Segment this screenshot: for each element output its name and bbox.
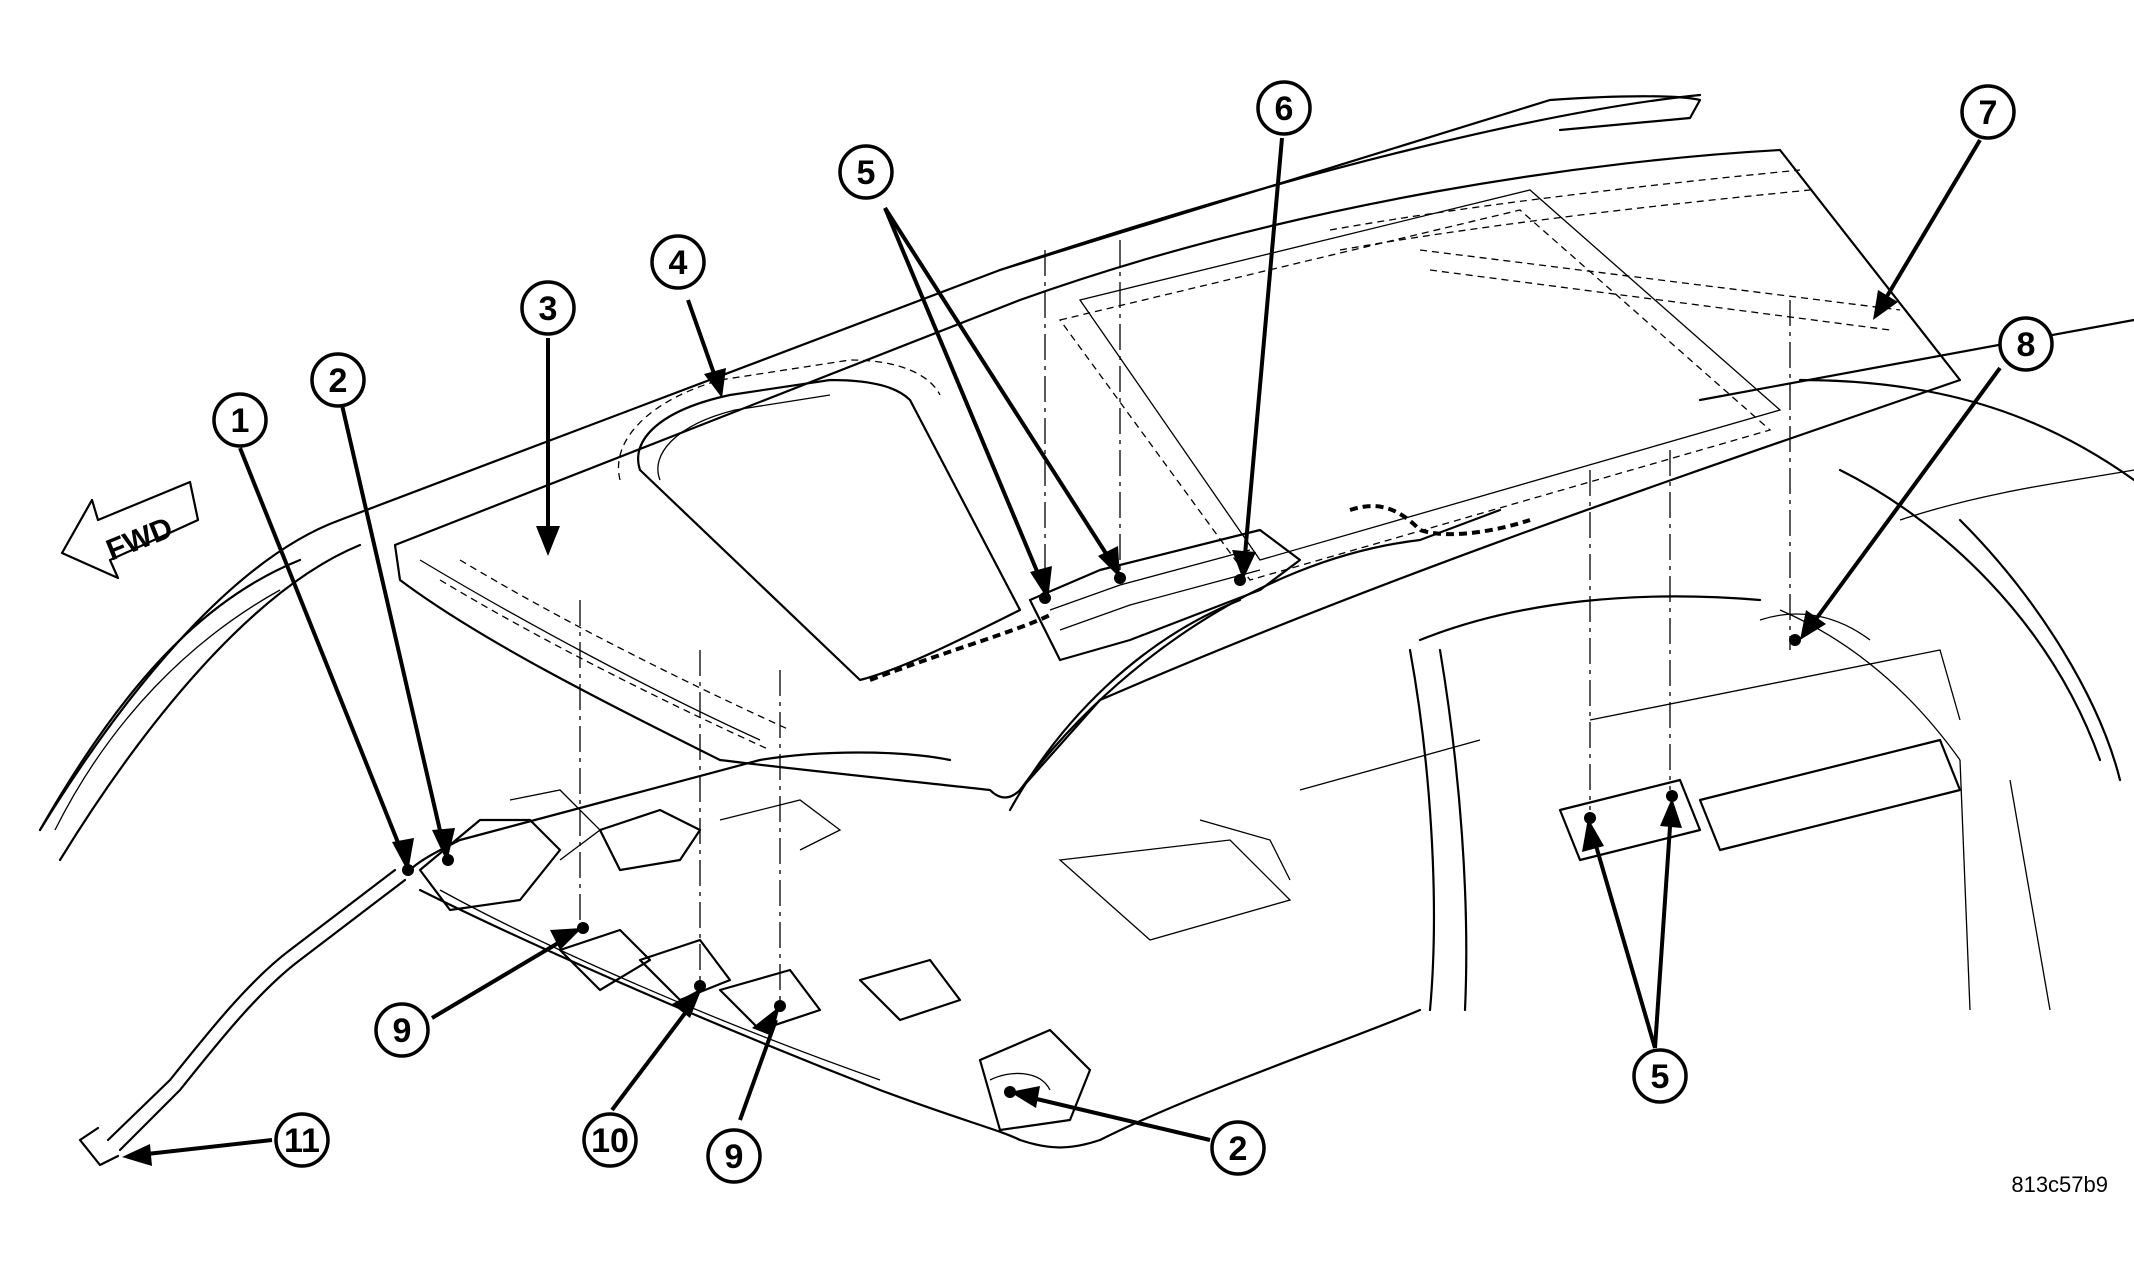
callout-1: 1 bbox=[212, 392, 268, 448]
drain-tube bbox=[78, 868, 407, 1167]
svg-text:7: 7 bbox=[1979, 94, 1998, 132]
svg-text:1: 1 bbox=[231, 402, 250, 440]
roof-frame-lower bbox=[408, 613, 1962, 1149]
callout-11: 11 bbox=[274, 1112, 330, 1168]
callout-4: 4 bbox=[650, 234, 706, 290]
headliner-panel bbox=[393, 148, 1962, 799]
callout-5-top: 5 bbox=[838, 144, 894, 200]
svg-text:8: 8 bbox=[2017, 326, 2036, 364]
svg-text:5: 5 bbox=[857, 154, 876, 192]
svg-text:10: 10 bbox=[591, 1122, 629, 1160]
alignment-guide-lines bbox=[579, 240, 1791, 1010]
svg-text:11: 11 bbox=[284, 1122, 320, 1160]
callout-3: 3 bbox=[520, 280, 576, 336]
callout-2-front: 2 bbox=[310, 352, 366, 408]
svg-text:6: 6 bbox=[1275, 90, 1294, 128]
leader-lines bbox=[122, 137, 2002, 1166]
svg-text:2: 2 bbox=[329, 362, 348, 400]
callout-2-rear: 2 bbox=[1210, 1120, 1266, 1176]
callout-10: 10 bbox=[582, 1112, 638, 1168]
figure-id: 813c57b9 bbox=[2011, 1172, 2108, 1197]
vehicle-body-outline bbox=[38, 93, 2134, 1012]
svg-text:3: 3 bbox=[539, 290, 558, 328]
callout-5-bottom: 5 bbox=[1632, 1048, 1688, 1104]
svg-text:9: 9 bbox=[725, 1138, 744, 1176]
callout-8: 8 bbox=[1998, 316, 2054, 372]
fwd-direction-arrow: FWD bbox=[60, 480, 200, 580]
callout-9-right: 9 bbox=[706, 1128, 762, 1184]
svg-text:9: 9 bbox=[393, 1012, 412, 1050]
callout-7: 7 bbox=[1960, 84, 2016, 140]
svg-text:4: 4 bbox=[669, 244, 688, 282]
svg-text:2: 2 bbox=[1229, 1130, 1248, 1168]
callout-9-left: 9 bbox=[374, 1002, 430, 1058]
callout-6: 6 bbox=[1256, 80, 1312, 136]
svg-text:5: 5 bbox=[1651, 1058, 1670, 1096]
fwd-label: FWD bbox=[102, 511, 178, 567]
